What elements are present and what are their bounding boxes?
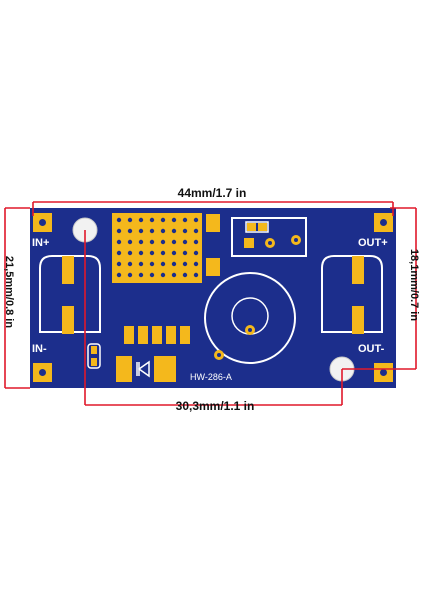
left-capacitor-pad-top (62, 256, 74, 284)
right-capacitor-outline (321, 255, 383, 333)
label-in-plus: IN+ (32, 237, 49, 249)
height-dimension-label: 21,5mm/0.8 in (3, 255, 15, 329)
via-dot (171, 228, 177, 234)
label-in-minus: IN- (32, 343, 47, 355)
left-capacitor-outline (39, 255, 101, 333)
via-dot (182, 217, 188, 223)
board-model-label: HW-286-A (190, 372, 232, 382)
ic-side-pad-top (206, 214, 220, 232)
via-dot (160, 261, 166, 267)
ic-thermal-pad (112, 213, 202, 283)
potentiometer-outline (231, 217, 307, 257)
label-out-minus: OUT- (358, 343, 385, 355)
via-dot (116, 250, 122, 256)
width-dimension-label: 44mm/1.7 in (177, 186, 247, 200)
via-dot (116, 217, 122, 223)
dimension-lines (4, 201, 417, 406)
hole-height-dimension-label: 18,1mm/0.7 in (408, 248, 420, 322)
potentiometer-pad-1 (244, 238, 254, 248)
via-dot (193, 250, 199, 256)
label-out-plus: OUT+ (358, 237, 388, 249)
via-dot (116, 261, 122, 267)
smd-pad (152, 326, 162, 344)
right-capacitor-pad-bottom (352, 306, 364, 334)
smd-pad (124, 326, 134, 344)
right-capacitor-pad-top (352, 256, 364, 284)
via-dot (149, 217, 155, 223)
via-dot (149, 261, 155, 267)
via-dot (182, 239, 188, 245)
via-dot (149, 272, 155, 278)
via-dot (182, 250, 188, 256)
smd-pad (166, 326, 176, 344)
via-dot (193, 272, 199, 278)
via-dot (193, 228, 199, 234)
via-dot (138, 217, 144, 223)
ic-via-grid (116, 217, 199, 278)
via-dot (127, 250, 133, 256)
diode-pad-left (116, 356, 132, 382)
via-dot (160, 228, 166, 234)
via-dot (171, 272, 177, 278)
ic-side-pad-bottom (206, 258, 220, 276)
left-capacitor-pad-bottom (62, 306, 74, 334)
via-dot (127, 272, 133, 278)
via-dot (149, 228, 155, 234)
smd-pad (138, 326, 148, 344)
via-dot (171, 239, 177, 245)
via-dot (193, 217, 199, 223)
via-dot (160, 239, 166, 245)
via-dot (182, 272, 188, 278)
via-dot (149, 239, 155, 245)
via-dot (116, 239, 122, 245)
resistor-outline (87, 343, 101, 369)
via-dot (171, 217, 177, 223)
via-dot (160, 272, 166, 278)
via-dot (193, 239, 199, 245)
via-dot (116, 228, 122, 234)
diode-pad-right (154, 356, 176, 382)
via-dot (127, 217, 133, 223)
hole-spacing-dimension-label: 30,3mm/1.1 in (175, 399, 255, 413)
via-dot (116, 272, 122, 278)
via-dot (149, 250, 155, 256)
inductor-outline (204, 272, 296, 364)
diode-symbol (137, 360, 150, 378)
via-dot (182, 261, 188, 267)
via-dot (127, 228, 133, 234)
via-dot (160, 250, 166, 256)
via-dot (127, 239, 133, 245)
via-dot (193, 261, 199, 267)
via-dot (138, 261, 144, 267)
via-dot (182, 228, 188, 234)
smd-pad (180, 326, 190, 344)
via-dot (138, 272, 144, 278)
via-dot (127, 261, 133, 267)
via-dot (138, 239, 144, 245)
via-dot (171, 250, 177, 256)
via-dot (138, 250, 144, 256)
via-dot (138, 228, 144, 234)
via-dot (171, 261, 177, 267)
via-dot (160, 217, 166, 223)
